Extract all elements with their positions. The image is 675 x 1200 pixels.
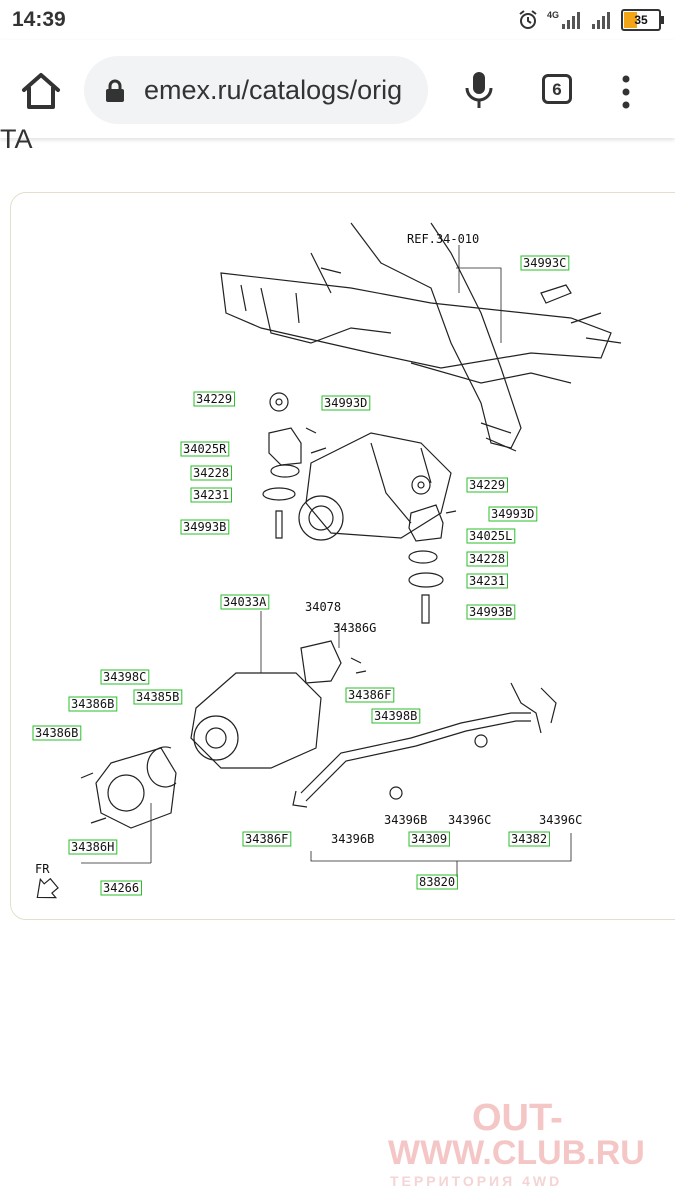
- part-number-label[interactable]: 34398B: [374, 709, 417, 723]
- ref-label: REF.34-010: [407, 232, 479, 246]
- status-time: 14:39: [12, 8, 66, 31]
- more-options-icon[interactable]: [618, 74, 634, 110]
- part-label-highlight[interactable]: [466, 477, 508, 493]
- lock-icon: [106, 79, 124, 102]
- part-label-highlight[interactable]: [100, 669, 150, 685]
- part-number-label[interactable]: 34228: [469, 552, 505, 566]
- status-bar: 14:39 4G 35: [0, 0, 675, 40]
- part-number-label[interactable]: 34025R: [183, 442, 227, 456]
- browser-toolbar: emex.ru/catalogs/orig 6: [0, 40, 675, 138]
- page-heading-fragment: TA: [0, 124, 33, 154]
- part-label-highlight[interactable]: [32, 725, 82, 741]
- watermark-logo: OUT- WWW.CLUB.RU ТЕРРИТОРИЯ 4WD: [388, 1097, 645, 1189]
- part-label-highlight[interactable]: [466, 528, 516, 544]
- part-label-highlight[interactable]: [68, 696, 118, 712]
- mount-left-parts: [262, 392, 327, 539]
- part-label-highlight[interactable]: [345, 687, 395, 703]
- part-label-highlight[interactable]: [520, 255, 570, 271]
- part-label-highlight[interactable]: [371, 708, 421, 724]
- part-number-label[interactable]: 34229: [469, 478, 505, 492]
- part-label-highlight[interactable]: [133, 689, 183, 705]
- part-number-label[interactable]: 34309: [411, 832, 447, 846]
- part-label-highlight[interactable]: [466, 551, 508, 567]
- part-label-highlight[interactable]: [180, 519, 230, 535]
- part-number-label[interactable]: 34398C: [103, 670, 146, 684]
- part-label-highlight[interactable]: [408, 831, 450, 847]
- part-number-label[interactable]: 34231: [469, 574, 505, 588]
- alarm-icon: [519, 10, 537, 29]
- part-number-label[interactable]: 34386B: [35, 726, 78, 740]
- part-label-highlight[interactable]: [190, 465, 232, 481]
- part-label-highlight[interactable]: [190, 487, 232, 503]
- part-number-label[interactable]: 83820: [419, 875, 455, 889]
- part-number-label: 34386G: [333, 621, 376, 635]
- harness-drawing: [292, 682, 557, 808]
- part-label-highlight[interactable]: [220, 594, 270, 610]
- part-number-label: 34396B: [384, 813, 427, 827]
- network-type-label: 4G: [546, 10, 559, 20]
- leader-lines: [81, 245, 572, 877]
- part-label-highlight[interactable]: [466, 604, 516, 620]
- part-number-label[interactable]: 34228: [193, 466, 229, 480]
- home-icon[interactable]: [18, 68, 64, 114]
- part-number-label[interactable]: 34993C: [523, 256, 566, 270]
- part-number-label[interactable]: 34386H: [71, 840, 114, 854]
- part-number-label[interactable]: 34386B: [71, 697, 114, 711]
- watermark-line3: ТЕРРИТОРИЯ 4WD: [390, 1173, 562, 1189]
- part-number-label[interactable]: 34386F: [245, 832, 288, 846]
- address-bar[interactable]: emex.ru/catalogs/orig: [84, 56, 428, 124]
- url-text: emex.ru/catalogs/orig: [144, 75, 403, 105]
- part-number-label[interactable]: 34993B: [183, 520, 226, 534]
- part-label-highlight[interactable]: [68, 839, 118, 855]
- part-label-highlight[interactable]: [416, 874, 458, 890]
- differential-top-drawing: [298, 432, 452, 541]
- tab-switcher-button[interactable]: 6: [542, 74, 572, 104]
- status-icons: 4G 35: [517, 8, 664, 32]
- part-label-highlight[interactable]: [321, 395, 371, 411]
- part-label-highlight[interactable]: [193, 391, 235, 407]
- battery-level-text: 35: [634, 13, 648, 27]
- watermark-line2: WWW.CLUB.RU: [388, 1134, 645, 1172]
- part-number-label[interactable]: 34025L: [469, 529, 512, 543]
- part-number-label[interactable]: 34385B: [136, 690, 179, 704]
- part-number-label[interactable]: 34993D: [324, 396, 367, 410]
- signal-icon-2: [592, 12, 610, 29]
- part-number-label[interactable]: 34993D: [491, 507, 534, 521]
- part-label-highlight[interactable]: [466, 573, 508, 589]
- part-label-highlight[interactable]: [488, 506, 538, 522]
- part-number-label[interactable]: 34231: [193, 488, 229, 502]
- part-number-label[interactable]: 34033A: [223, 595, 267, 609]
- crossmember-drawing: [220, 222, 622, 452]
- part-label-highlight[interactable]: [508, 831, 550, 847]
- part-number-label: 34396C: [539, 813, 582, 827]
- part-number-label[interactable]: 34993B: [469, 605, 512, 619]
- part-label-highlight[interactable]: [100, 880, 142, 896]
- part-number-label: 34396B: [331, 832, 374, 846]
- battery-fill: [624, 12, 637, 28]
- part-number-label[interactable]: 34386F: [348, 688, 391, 702]
- part-number-label: 34078: [305, 600, 341, 614]
- mount-right-parts: [408, 284, 572, 624]
- fr-arrow-icon: [36, 877, 59, 899]
- part-number-label[interactable]: 34266: [103, 881, 139, 895]
- part-number-label[interactable]: 34229: [196, 392, 232, 406]
- part-labels: 34993C 34229 34993D 34025R 34228 34231 34993B 3…: [32, 255, 582, 896]
- microphone-icon[interactable]: [462, 70, 496, 110]
- part-number-label[interactable]: 34382: [511, 832, 547, 846]
- part-label-highlight[interactable]: [242, 831, 292, 847]
- part-label-highlight[interactable]: [180, 441, 230, 457]
- fr-label: FR: [35, 862, 50, 876]
- signal-icon: [562, 12, 580, 29]
- battery-icon: 35: [621, 9, 664, 31]
- part-number-label: 34396C: [448, 813, 491, 827]
- watermark-line1: OUT-: [472, 1097, 563, 1139]
